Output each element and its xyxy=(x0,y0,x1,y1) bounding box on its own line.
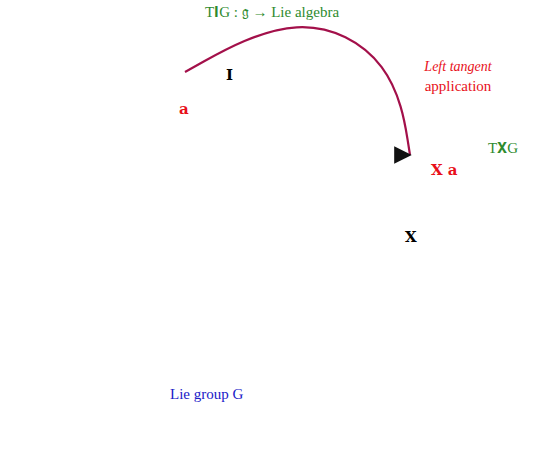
point-label: X xyxy=(405,229,417,246)
vector-label: a xyxy=(179,101,189,118)
tangent-plane-x: T𝐗G X a X xyxy=(245,118,530,396)
edge-label: Left tangent application xyxy=(410,57,506,96)
group-label: Lie group G xyxy=(170,386,243,403)
tangent-plane-identity-outline xyxy=(100,0,335,175)
point-label: I xyxy=(226,67,233,84)
tangent-space-title: T𝐈G : 𝔤 → Lie algebra xyxy=(205,4,339,21)
mapped-vector-label: X a xyxy=(431,162,458,179)
left-tangent-arrow xyxy=(185,27,410,155)
tangent-plane-x-outline xyxy=(245,118,530,396)
tangent-space-label: T𝐗G xyxy=(488,140,518,157)
tangent-plane-identity: T𝐈G : 𝔤 → Lie algebraIa xyxy=(100,0,335,175)
